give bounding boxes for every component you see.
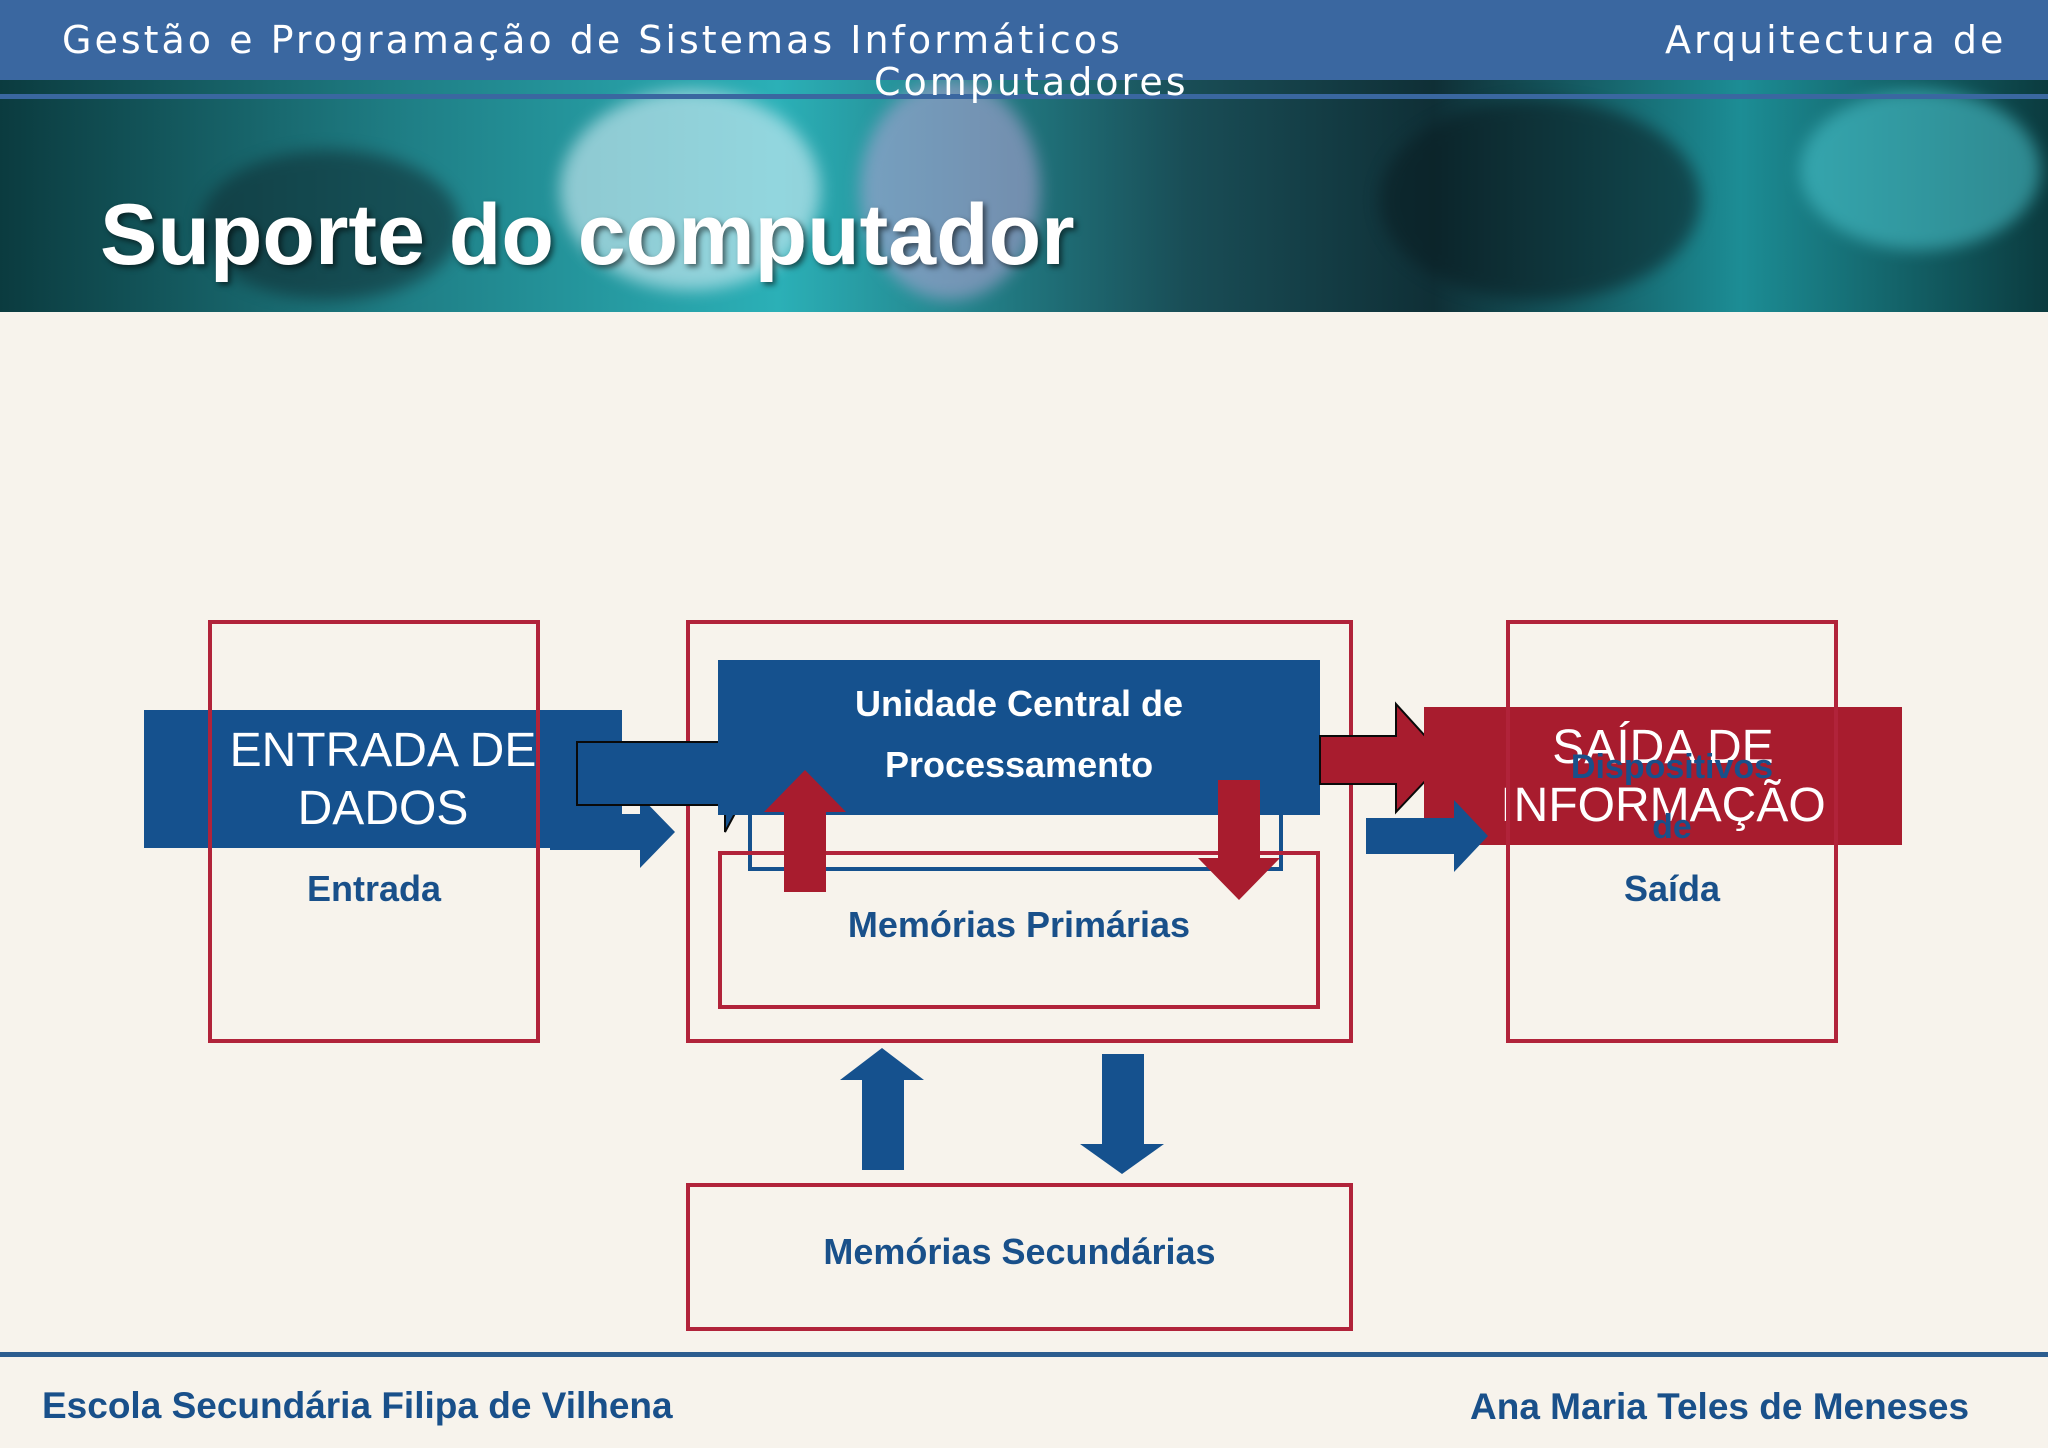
secondary-to-primary-arrow [840, 1048, 924, 1170]
input-device-box [208, 620, 540, 1043]
input-band-line2: DADOS [297, 782, 469, 835]
cpu-inner-frame [748, 815, 1283, 871]
output-band-line2: INFORMAÇÃO [1500, 779, 1826, 832]
subject-name-line1: Arquitectura de [1665, 18, 2007, 62]
input-device-label: Entrada [306, 868, 442, 909]
input-to-cpu-arrow [550, 796, 675, 868]
banner-glow [1800, 90, 2040, 250]
output-band [1424, 707, 1902, 845]
cpu-to-output-device-arrow [1366, 800, 1488, 872]
cpu-outer-box [686, 620, 1353, 1043]
primary-memory-box [718, 851, 1320, 1009]
banner-capacitor [860, 80, 1040, 300]
primary-memory-label: Memórias Primárias [847, 904, 1191, 945]
secondary-memory-label: Memórias Secundárias [823, 1231, 1216, 1272]
top-bar-line [0, 94, 2048, 99]
footer-line [0, 1352, 2048, 1357]
slide-title: Suporte do computador [100, 187, 1075, 283]
author-name: Ana Maria Teles de Meneses [1470, 1386, 1970, 1427]
output-overlay-line1: Dispositivos [1570, 748, 1774, 786]
top-bar [0, 0, 2048, 80]
output-device-label: Saída [1623, 868, 1721, 909]
input-band [144, 710, 622, 848]
cpu-to-output-arrow [1319, 701, 1448, 815]
primary-to-secondary-arrow [1080, 1054, 1164, 1174]
course-name: Gestão e Programação de Sistemas Informá… [62, 18, 1123, 62]
banner-chip [1380, 100, 1700, 300]
output-overlay-line2: de [1652, 808, 1692, 846]
output-device-box [1506, 620, 1838, 1043]
cpu-line1: Unidade Central de [854, 683, 1184, 724]
school-name: Escola Secundária Filipa de Vilhena [42, 1385, 673, 1426]
banner-shadow [200, 150, 460, 300]
cpu-line2: Processamento [884, 744, 1154, 785]
banner-highlight [560, 90, 820, 290]
subject-name-line2: Computadores [874, 60, 1189, 104]
secondary-memory-box [686, 1183, 1353, 1331]
input-band-line1: ENTRADA DE [229, 724, 537, 777]
output-band-line1: SAÍDA DE [1552, 721, 1774, 774]
memory-to-cpu-arrow [764, 770, 846, 892]
cpu-to-memory-arrow [1198, 780, 1280, 900]
